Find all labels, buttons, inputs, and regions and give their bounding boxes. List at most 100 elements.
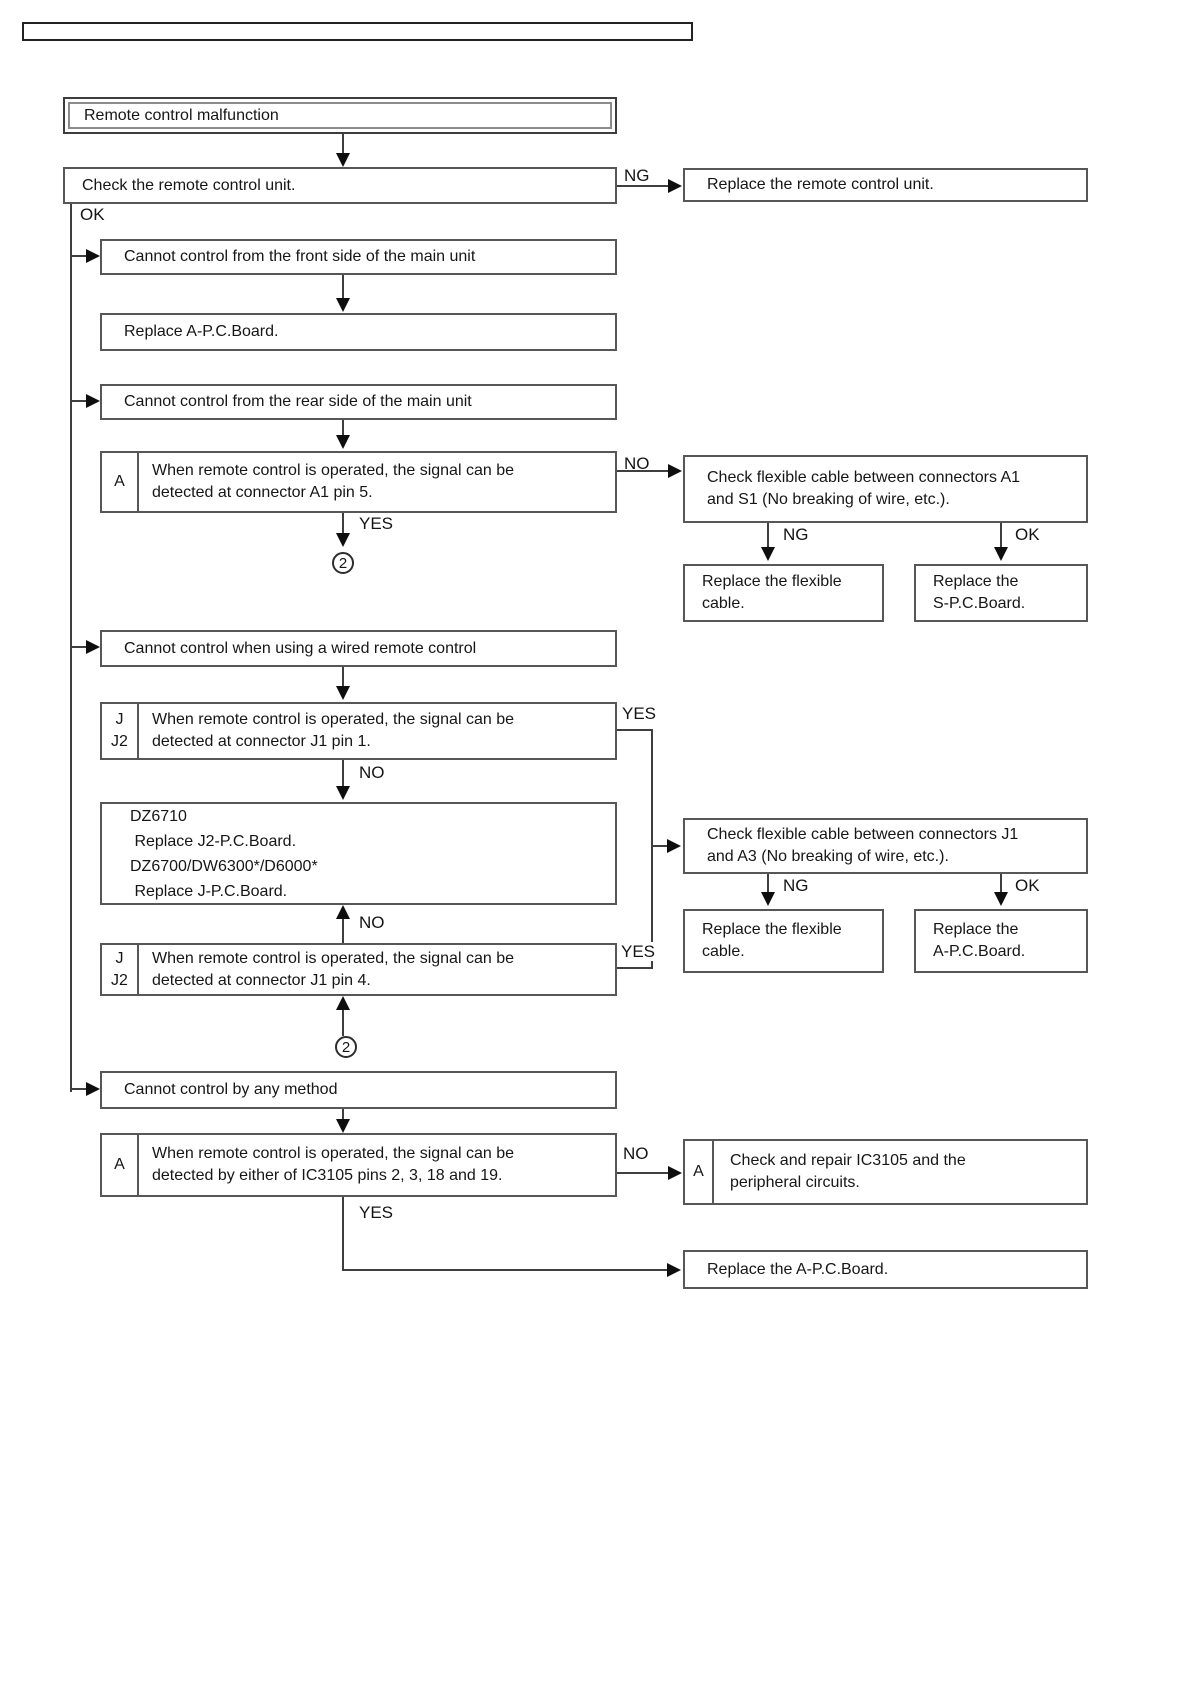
node-replace-flex-cable-1-line2: cable.	[702, 595, 745, 612]
edge-yes-to-cable-line	[651, 845, 669, 847]
edge-ic3105-no-arrowhead	[668, 1166, 682, 1180]
edge-label-no: NO	[357, 913, 387, 932]
node-replace-a-pcb: Replace A-P.C.Board.	[100, 313, 617, 351]
node-check-a1-pin5-text: When remote control is operated, the sig…	[139, 453, 514, 511]
edge-j1a3-ng-arrowhead	[761, 892, 775, 906]
edge-ng-line	[617, 185, 669, 187]
node-replace-s-pcb-line2: S-P.C.Board.	[933, 595, 1026, 612]
node-replace-flex-cable-2: Replace the flexible cable.	[683, 909, 884, 973]
edge-ic3105-no-line	[617, 1172, 669, 1174]
node-repair-ic3105-text: Check and repair IC3105 and the peripher…	[714, 1141, 966, 1203]
node-check-cable-j1-a3: Check flexible cable between connectors …	[683, 818, 1088, 874]
node-replace-flex-cable-1-line1: Replace the flexible	[702, 573, 842, 590]
tag-j: J	[115, 711, 124, 728]
node-cannot-wired-remote-label: Cannot control when using a wired remote…	[124, 639, 477, 657]
node-check-cable-a1-s1-line2: and S1 (No breaking of wire, etc.).	[707, 491, 950, 508]
edge-j1pin1-no-line	[342, 760, 344, 788]
edge-j1a3-ng-line	[767, 874, 769, 894]
tag-a: A	[693, 1163, 704, 1180]
edge-ref2-up-arrowhead	[336, 996, 350, 1010]
node-cannot-rear-side-label: Cannot control from the rear side of the…	[124, 393, 472, 410]
edge-wired-down-arrowhead	[336, 686, 350, 700]
tag-j2: J2	[111, 733, 128, 750]
node-check-ic3105-pins-line1: When remote control is operated, the sig…	[152, 1145, 514, 1162]
node-cannot-front-side-label: Cannot control from the front side of th…	[124, 248, 476, 265]
edge-label-no: NO	[621, 1144, 651, 1163]
tag-j: J	[115, 949, 124, 967]
connector-ref-2-a-label: 2	[338, 554, 348, 572]
node-check-ic3105-pins-text: When remote control is operated, the sig…	[139, 1135, 514, 1195]
edge-label-no: NO	[622, 454, 652, 473]
edge-rail-wired-line	[70, 646, 88, 648]
tag-j2: J2	[111, 971, 128, 989]
node-start-inner: Remote control malfunction	[68, 102, 612, 129]
node-replace-j-pcb-line4: Replace J-P.C.Board.	[130, 882, 288, 900]
node-check-j1-pin4: J J2 When remote control is operated, th…	[100, 943, 617, 996]
edge-rail-anymethod-line	[70, 1088, 88, 1090]
node-replace-a-pcb-2-line1: Replace the	[933, 921, 1019, 938]
edge-label-no: NO	[357, 763, 387, 782]
edge-j1pin4-no-line	[342, 919, 344, 943]
node-cannot-any-method-label: Cannot control by any method	[124, 1081, 338, 1098]
edge-rail-wired-arrowhead	[86, 640, 100, 654]
node-replace-s-pcb: Replace the S-P.C.Board.	[914, 564, 1088, 622]
connector-ref-2-a: 2	[332, 552, 354, 574]
edge-anymethod-down-line	[342, 1109, 344, 1121]
edge-ic3105-yes-arrowhead	[667, 1263, 681, 1277]
edge-label-yes: YES	[357, 514, 396, 533]
edge-label-yes: YES	[357, 1203, 396, 1222]
node-replace-j-pcb-line3: DZ6700/DW6300*/D6000*	[130, 857, 318, 875]
edge-a1s1-ok-line	[1000, 523, 1002, 549]
edge-j1a3-ok-line	[1000, 874, 1002, 894]
edge-ref2-up-line	[342, 1010, 344, 1036]
node-replace-a-pcb-label: Replace A-P.C.Board.	[124, 323, 279, 340]
tag-a: A	[114, 473, 125, 490]
edge-ng-arrowhead	[668, 179, 682, 193]
node-check-j1-pin4-line1: When remote control is operated, the sig…	[152, 949, 514, 967]
edge-j1pin1-no-arrowhead	[336, 786, 350, 800]
edge-label-yes: YES	[619, 942, 658, 961]
edge-rail-rear-line	[70, 400, 88, 402]
node-check-remote-unit: Check the remote control unit.	[63, 167, 617, 204]
node-start: Remote control malfunction	[63, 97, 617, 134]
node-check-ic3105-pins: A When remote control is operated, the s…	[100, 1133, 617, 1197]
node-repair-ic3105-line2: peripheral circuits.	[730, 1174, 860, 1191]
edge-label-ok: OK	[1013, 876, 1042, 895]
node-replace-j-pcb-line2: Replace J2-P.C.Board.	[130, 832, 297, 850]
node-check-cable-j1-a3-line2: and A3 (No breaking of wire, etc.).	[707, 848, 949, 865]
edge-j1a3-ok-arrowhead	[994, 892, 1008, 906]
edge-j1pin4-no-arrowhead	[336, 905, 350, 919]
edge-front-down-arrowhead	[336, 298, 350, 312]
node-check-a1-pin5-tag: A	[102, 453, 139, 511]
edge-yes-to-cable-arrowhead	[667, 839, 681, 853]
node-replace-flex-cable-2-line2: cable.	[702, 943, 745, 960]
node-repair-ic3105: A Check and repair IC3105 and the periph…	[683, 1139, 1088, 1205]
node-check-remote-unit-label: Check the remote control unit.	[82, 176, 296, 194]
node-replace-s-pcb-line1: Replace the	[933, 573, 1019, 590]
edge-wired-down-line	[342, 667, 344, 688]
node-replace-flex-cable-2-line1: Replace the flexible	[702, 921, 842, 938]
edge-a1s1-ng-arrowhead	[761, 547, 775, 561]
connector-ref-2-b: 2	[335, 1036, 357, 1058]
edge-label-ng: NG	[781, 525, 811, 544]
tag-a: A	[114, 1156, 125, 1173]
node-check-ic3105-pins-line2: detected by either of IC3105 pins 2, 3, …	[152, 1167, 503, 1184]
node-replace-a-pcb-2: Replace the A-P.C.Board.	[914, 909, 1088, 973]
node-replace-a-pcb-final: Replace the A-P.C.Board.	[683, 1250, 1088, 1289]
node-check-ic3105-pins-tag: A	[102, 1135, 139, 1195]
edge-a1pin5-yes-line	[342, 513, 344, 535]
node-check-j1-pin1-line2: detected at connector J1 pin 1.	[152, 733, 371, 750]
edge-anymethod-down-arrowhead	[336, 1119, 350, 1133]
page-header-bar	[22, 22, 693, 41]
edge-rear-down-arrowhead	[336, 435, 350, 449]
connector-ref-2-b-label: 2	[341, 1038, 351, 1056]
node-start-label: Remote control malfunction	[84, 106, 279, 124]
node-cannot-rear-side: Cannot control from the rear side of the…	[100, 384, 617, 420]
edge-j1pin1-yes-line	[617, 729, 653, 731]
edge-ic3105-yes-hline	[342, 1269, 669, 1271]
edge-rail-front-line	[70, 255, 88, 257]
edge-label-ng: NG	[781, 876, 811, 895]
edge-label-ok: OK	[78, 205, 107, 224]
ok-rail-line	[70, 204, 72, 1092]
